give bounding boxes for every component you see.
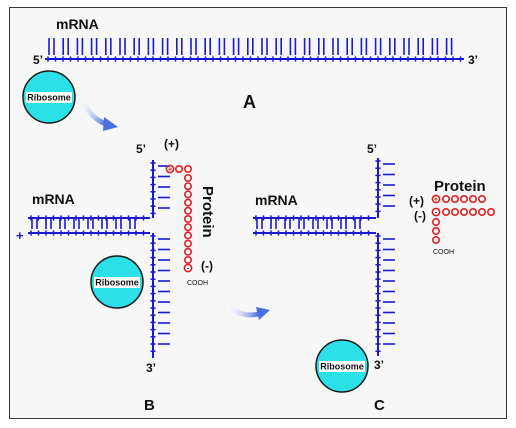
panel-b: +- 5’ (+) mRNA + (-) COOH Protein Riboso… bbox=[16, 137, 216, 414]
plus-label-c: (+) bbox=[409, 194, 424, 208]
amino-acid-residue bbox=[184, 182, 193, 191]
mrna-strand-c bbox=[253, 158, 395, 356]
amino-acid-residue bbox=[450, 208, 459, 217]
amino-acid-residue bbox=[184, 231, 193, 240]
plus-label-b: (+) bbox=[164, 137, 179, 151]
amino-acid-residue bbox=[477, 208, 486, 217]
amino-acid-residue bbox=[431, 236, 440, 245]
ribosome-label-a: Ribosome bbox=[27, 93, 71, 103]
amino-acid-residue bbox=[468, 195, 477, 204]
protein-chain-b: +- bbox=[165, 164, 193, 273]
ribosome-c: Ribosome bbox=[315, 339, 369, 393]
amino-acid-residue bbox=[184, 247, 193, 256]
ribosome-b: Ribosome bbox=[90, 255, 144, 309]
curved-arrow-icon bbox=[225, 303, 270, 320]
ribosome-label-b: Ribosome bbox=[95, 278, 139, 288]
cooh-label-b: COOH bbox=[187, 280, 208, 287]
amino-acid-residue bbox=[441, 208, 450, 217]
amino-acid-residue bbox=[441, 195, 450, 204]
amino-acid-residue bbox=[431, 227, 440, 236]
mrna-strand-a bbox=[45, 38, 464, 62]
cooh-label-c: COOH bbox=[433, 249, 454, 256]
amino-acid-residue bbox=[459, 195, 468, 204]
amino-acid-residue bbox=[184, 255, 193, 264]
protein-label-c: Protein bbox=[434, 178, 486, 195]
amino-acid-residue bbox=[431, 218, 440, 227]
terminal-residue bbox=[431, 207, 441, 217]
plus-end-label-b: + bbox=[16, 228, 24, 243]
diagram-frame bbox=[9, 7, 507, 419]
amino-acid-residue bbox=[184, 215, 193, 224]
terminal-residue bbox=[165, 164, 175, 174]
five-prime-label-a: 5’ bbox=[33, 53, 43, 67]
five-prime-label-c: 5’ bbox=[367, 142, 377, 156]
terminal-residue bbox=[431, 194, 441, 204]
terminal-charge-sign: + bbox=[434, 196, 438, 203]
ribosome-label-c: Ribosome bbox=[320, 362, 364, 372]
amino-acid-residue bbox=[468, 208, 477, 217]
mrna-label-c: mRNA bbox=[255, 192, 298, 208]
curved-arrow-icon bbox=[80, 97, 118, 131]
terminal-charge-sign: + bbox=[168, 166, 172, 173]
minus-label-c: (-) bbox=[414, 209, 426, 223]
amino-acid-residue bbox=[184, 165, 193, 174]
amino-acid-residue bbox=[184, 223, 193, 232]
mrna-label-b: mRNA bbox=[32, 191, 75, 207]
terminal-residue bbox=[183, 263, 193, 273]
amino-acid-residue bbox=[486, 208, 495, 217]
amino-acid-residue bbox=[184, 174, 193, 183]
amino-acid-residue bbox=[184, 206, 193, 215]
amino-acid-residue bbox=[450, 195, 459, 204]
three-prime-label-c: 3’ bbox=[374, 358, 384, 372]
terminal-charge-sign: - bbox=[187, 265, 190, 272]
protein-label-b: Protein bbox=[199, 186, 216, 238]
amino-acid-residue bbox=[175, 165, 184, 174]
amino-acid-residue bbox=[184, 239, 193, 248]
amino-acid-residue bbox=[184, 198, 193, 207]
panel-c: +- 5’ mRNA Protein (+) (-) COOH Ribosome… bbox=[253, 142, 495, 414]
three-prime-label-a: 3’ bbox=[468, 53, 478, 67]
amino-acid-residue bbox=[184, 190, 193, 199]
ribosome-a: Ribosome bbox=[22, 70, 76, 124]
protein-chain-c: +- bbox=[431, 194, 495, 245]
amino-acid-residue bbox=[459, 208, 468, 217]
terminal-charge-sign: - bbox=[435, 209, 438, 216]
mrna-strand-b bbox=[28, 160, 170, 358]
three-prime-label-b: 3’ bbox=[146, 361, 156, 375]
panel-letter-a: A bbox=[243, 92, 256, 112]
panel-a: mRNA 5’ 3’ Ribosome A bbox=[22, 16, 478, 124]
panel-letter-c: C bbox=[374, 397, 385, 414]
amino-acid-residue bbox=[477, 195, 486, 204]
mrna-label-a: mRNA bbox=[56, 16, 99, 32]
five-prime-label-b: 5’ bbox=[136, 142, 146, 156]
panel-letter-b: B bbox=[144, 397, 155, 414]
minus-label-b: (-) bbox=[201, 259, 213, 273]
